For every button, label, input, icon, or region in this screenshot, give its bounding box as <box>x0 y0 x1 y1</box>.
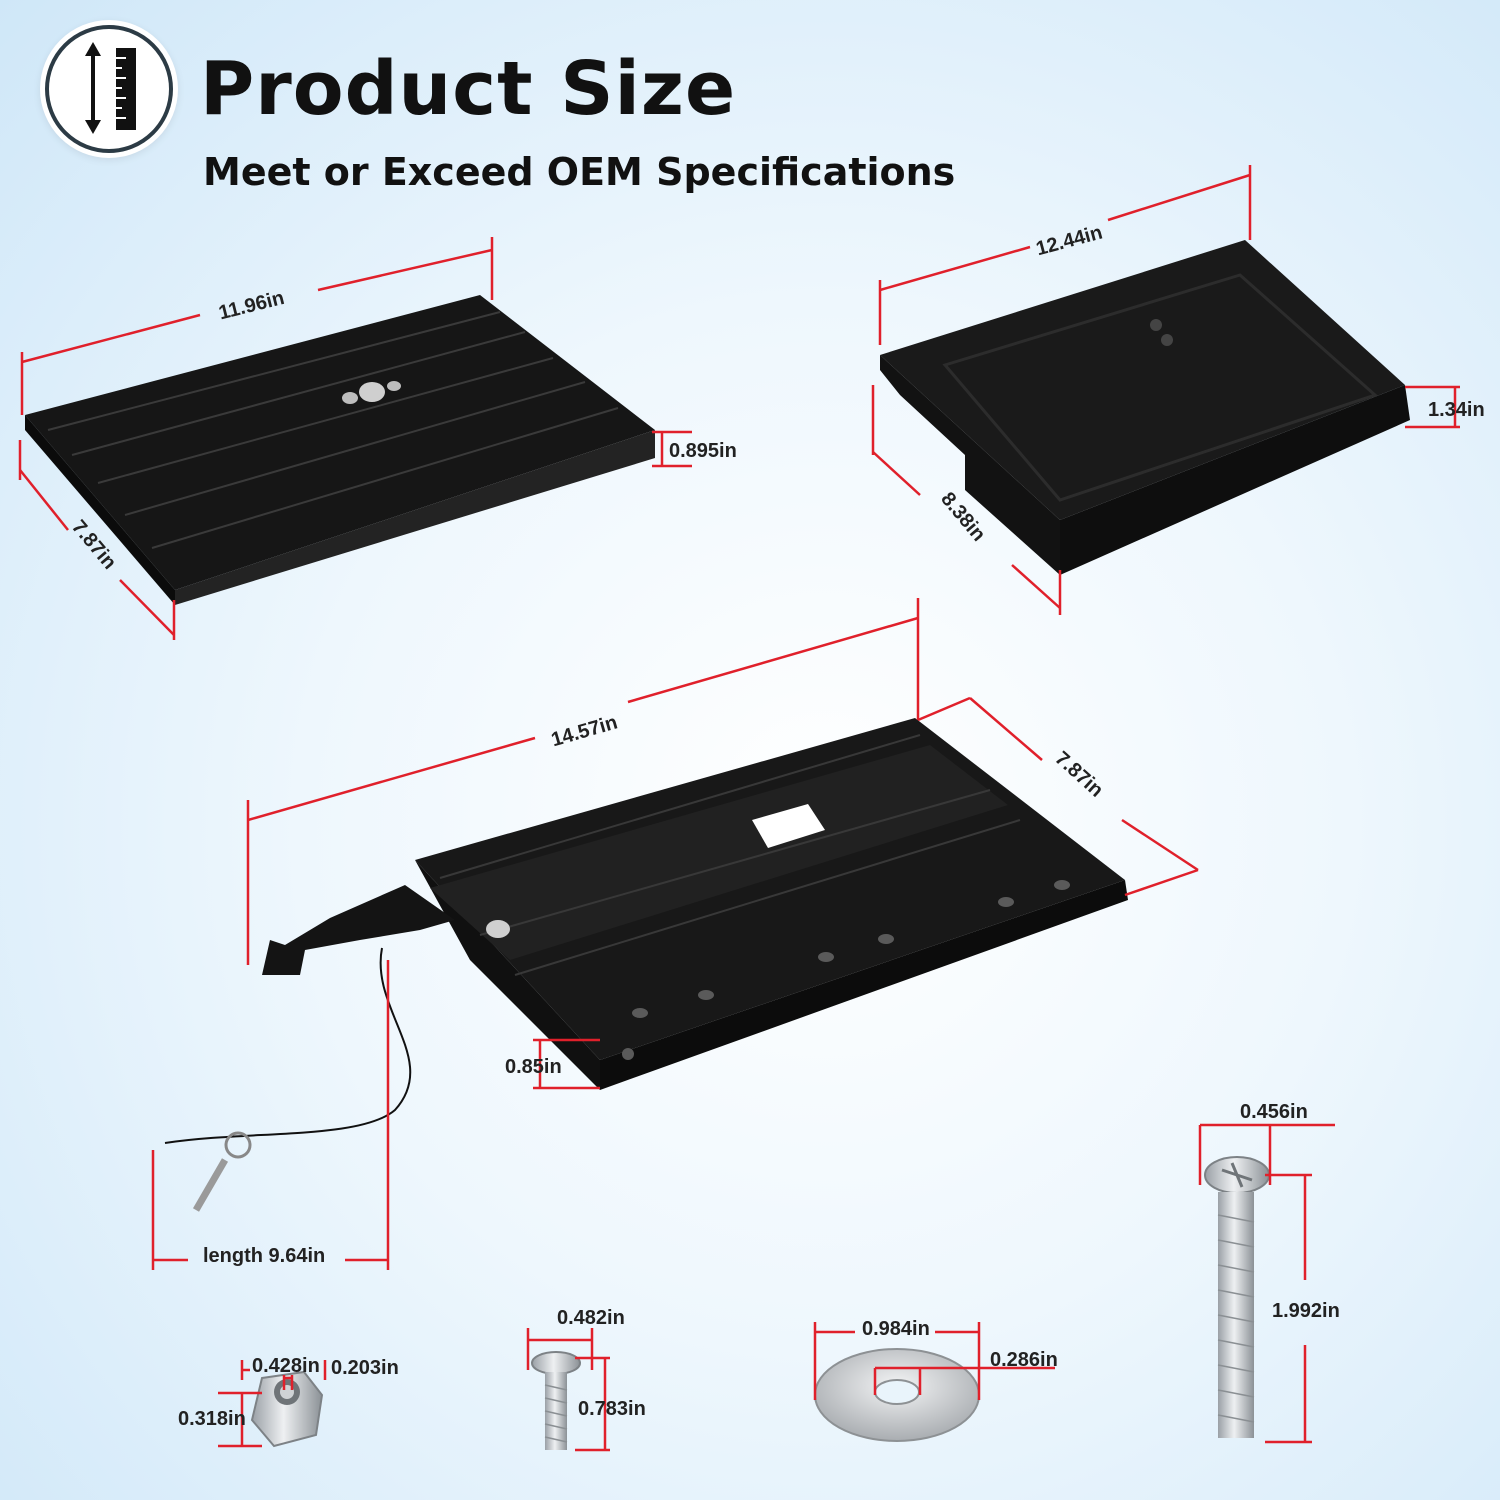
cable-length-label: length 9.64in <box>203 1245 325 1267</box>
long-bolt <box>1204 1156 1270 1438</box>
small-bolt-head-label: 0.482in <box>557 1307 625 1329</box>
lock-nut <box>250 1370 324 1448</box>
washer-outer-label: 0.984in <box>862 1318 930 1340</box>
page-subtitle: Meet or Exceed OEM Specifications <box>203 150 956 194</box>
nut-height-label: 0.318in <box>178 1408 246 1430</box>
top-plate <box>25 295 655 605</box>
slider-width-label: 7.87in <box>1051 747 1108 801</box>
nut-thread-label: 0.203in <box>331 1357 399 1379</box>
washer-dimensions <box>813 1322 1055 1400</box>
top-plate-height-label: 0.895in <box>669 440 737 462</box>
slider-dimensions <box>151 598 1199 1270</box>
small-bolt-dimensions <box>526 1328 610 1452</box>
long-bolt-length-label: 1.992in <box>1272 1300 1340 1322</box>
small-bolt-length-label: 0.783in <box>578 1398 646 1420</box>
flat-washer <box>814 1348 980 1442</box>
slider-thickness-label: 0.85in <box>505 1056 562 1078</box>
nut-dimensions <box>218 1360 327 1448</box>
long-bolt-dimensions <box>1198 1123 1335 1444</box>
page-title: Product Size <box>200 46 737 132</box>
washer-inner-label: 0.286in <box>990 1349 1058 1371</box>
ruler-height-icon <box>40 20 178 158</box>
cover-height-label: 1.34in <box>1428 399 1485 421</box>
top-plate-dimensions <box>18 237 692 640</box>
nut-width-label: 0.428in <box>252 1355 320 1377</box>
cover-dimensions <box>871 165 1460 615</box>
small-bolt <box>531 1351 581 1450</box>
slider-length-label: 14.57in <box>549 711 620 751</box>
cover-plate <box>880 240 1410 575</box>
slider-base <box>164 718 1128 1212</box>
cover-width-label: 12.44in <box>1034 222 1105 261</box>
top-plate-width-label: 11.96in <box>217 287 287 324</box>
long-bolt-head-label: 0.456in <box>1240 1101 1308 1123</box>
